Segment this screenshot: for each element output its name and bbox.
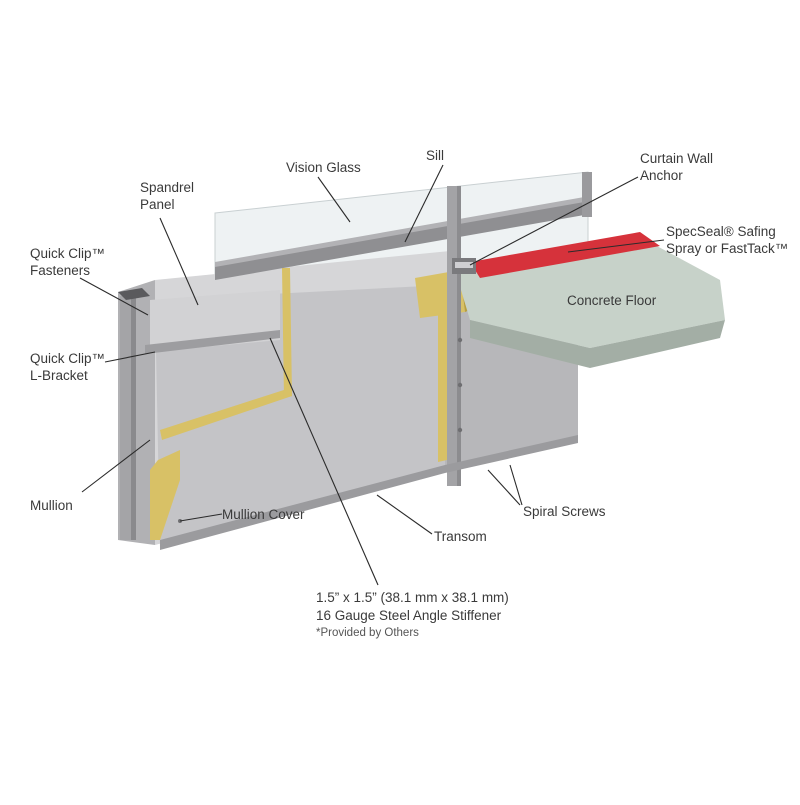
leader-transom xyxy=(376,494,433,535)
label-curtain-wall-anchor-1: Curtain Wall xyxy=(640,151,713,166)
label-mullion-cover: Mullion Cover xyxy=(222,507,305,522)
label-stiffener-1: 1.5” x 1.5” (38.1 mm x 38.1 mm) xyxy=(316,590,509,605)
specseal-safing-spray xyxy=(470,232,660,278)
spiral-screw-2 xyxy=(457,382,463,388)
concrete-floor-side xyxy=(470,320,725,368)
leader-vision-glass xyxy=(317,176,351,223)
label-specseal-2: Spray or FastTack™ xyxy=(666,241,788,256)
insulation-diagonal xyxy=(160,388,292,440)
quick-clip-fastener-cap xyxy=(118,288,150,300)
sill-tube xyxy=(215,200,590,280)
insulation-vertical-right xyxy=(438,285,447,462)
leader-spiral-screws-1 xyxy=(487,469,521,506)
label-quick-clip-fasteners-1: Quick Clip™ xyxy=(30,246,105,261)
spiral-screw-3 xyxy=(457,427,463,433)
leader-spiral-screws-2 xyxy=(509,464,523,506)
wall-panel-front xyxy=(155,285,445,548)
leader-quick-clip-bracket xyxy=(104,351,156,363)
curtain-wall-anchor-plate xyxy=(455,262,473,268)
label-spandrel-panel-1: Spandrel xyxy=(140,180,194,195)
label-vision-glass: Vision Glass xyxy=(286,160,361,175)
label-spandrel-panel-2: Panel xyxy=(140,197,175,212)
label-quick-clip-bracket-2: L-Bracket xyxy=(30,368,88,383)
label-curtain-wall-anchor-2: Anchor xyxy=(640,168,683,183)
label-concrete-floor: Concrete Floor xyxy=(567,293,657,308)
leader-specseal xyxy=(567,239,665,253)
spiral-screw-1 xyxy=(457,337,463,343)
leader-sill xyxy=(404,164,444,243)
insulation-vertical-mid xyxy=(282,268,292,398)
transom-rail xyxy=(160,435,578,550)
leader-stiffener xyxy=(269,337,379,586)
label-provided-by: *Provided by Others xyxy=(316,627,419,639)
leader-mullion-cover xyxy=(179,513,223,522)
sill-tube-top xyxy=(215,196,590,267)
label-stiffener-2: 16 Gauge Steel Angle Stiffener xyxy=(316,608,502,623)
concrete-floor-top xyxy=(455,245,725,348)
label-specseal-1: SpecSeal® Safing xyxy=(666,224,776,239)
label-quick-clip-bracket-1: Quick Clip™ xyxy=(30,351,105,366)
label-mullion: Mullion xyxy=(30,498,73,513)
label-sill: Sill xyxy=(426,148,444,163)
leader-spandrel-panel xyxy=(159,217,199,306)
leader-quick-clip-fasteners xyxy=(79,277,149,316)
label-spiral-screws: Spiral Screws xyxy=(523,504,606,519)
sill-center-post-shade xyxy=(457,186,461,486)
leader-mullion xyxy=(81,439,151,493)
glass-mullion-right xyxy=(582,172,592,217)
leader-curtain-wall-anchor xyxy=(469,176,639,266)
label-quick-clip-fasteners-2: Fasteners xyxy=(30,263,90,278)
mullion-left-shade xyxy=(131,296,136,540)
insulation-vertical-left xyxy=(150,450,180,540)
label-transom: Transom xyxy=(434,529,487,544)
quick-clip-l-bracket xyxy=(145,330,280,354)
